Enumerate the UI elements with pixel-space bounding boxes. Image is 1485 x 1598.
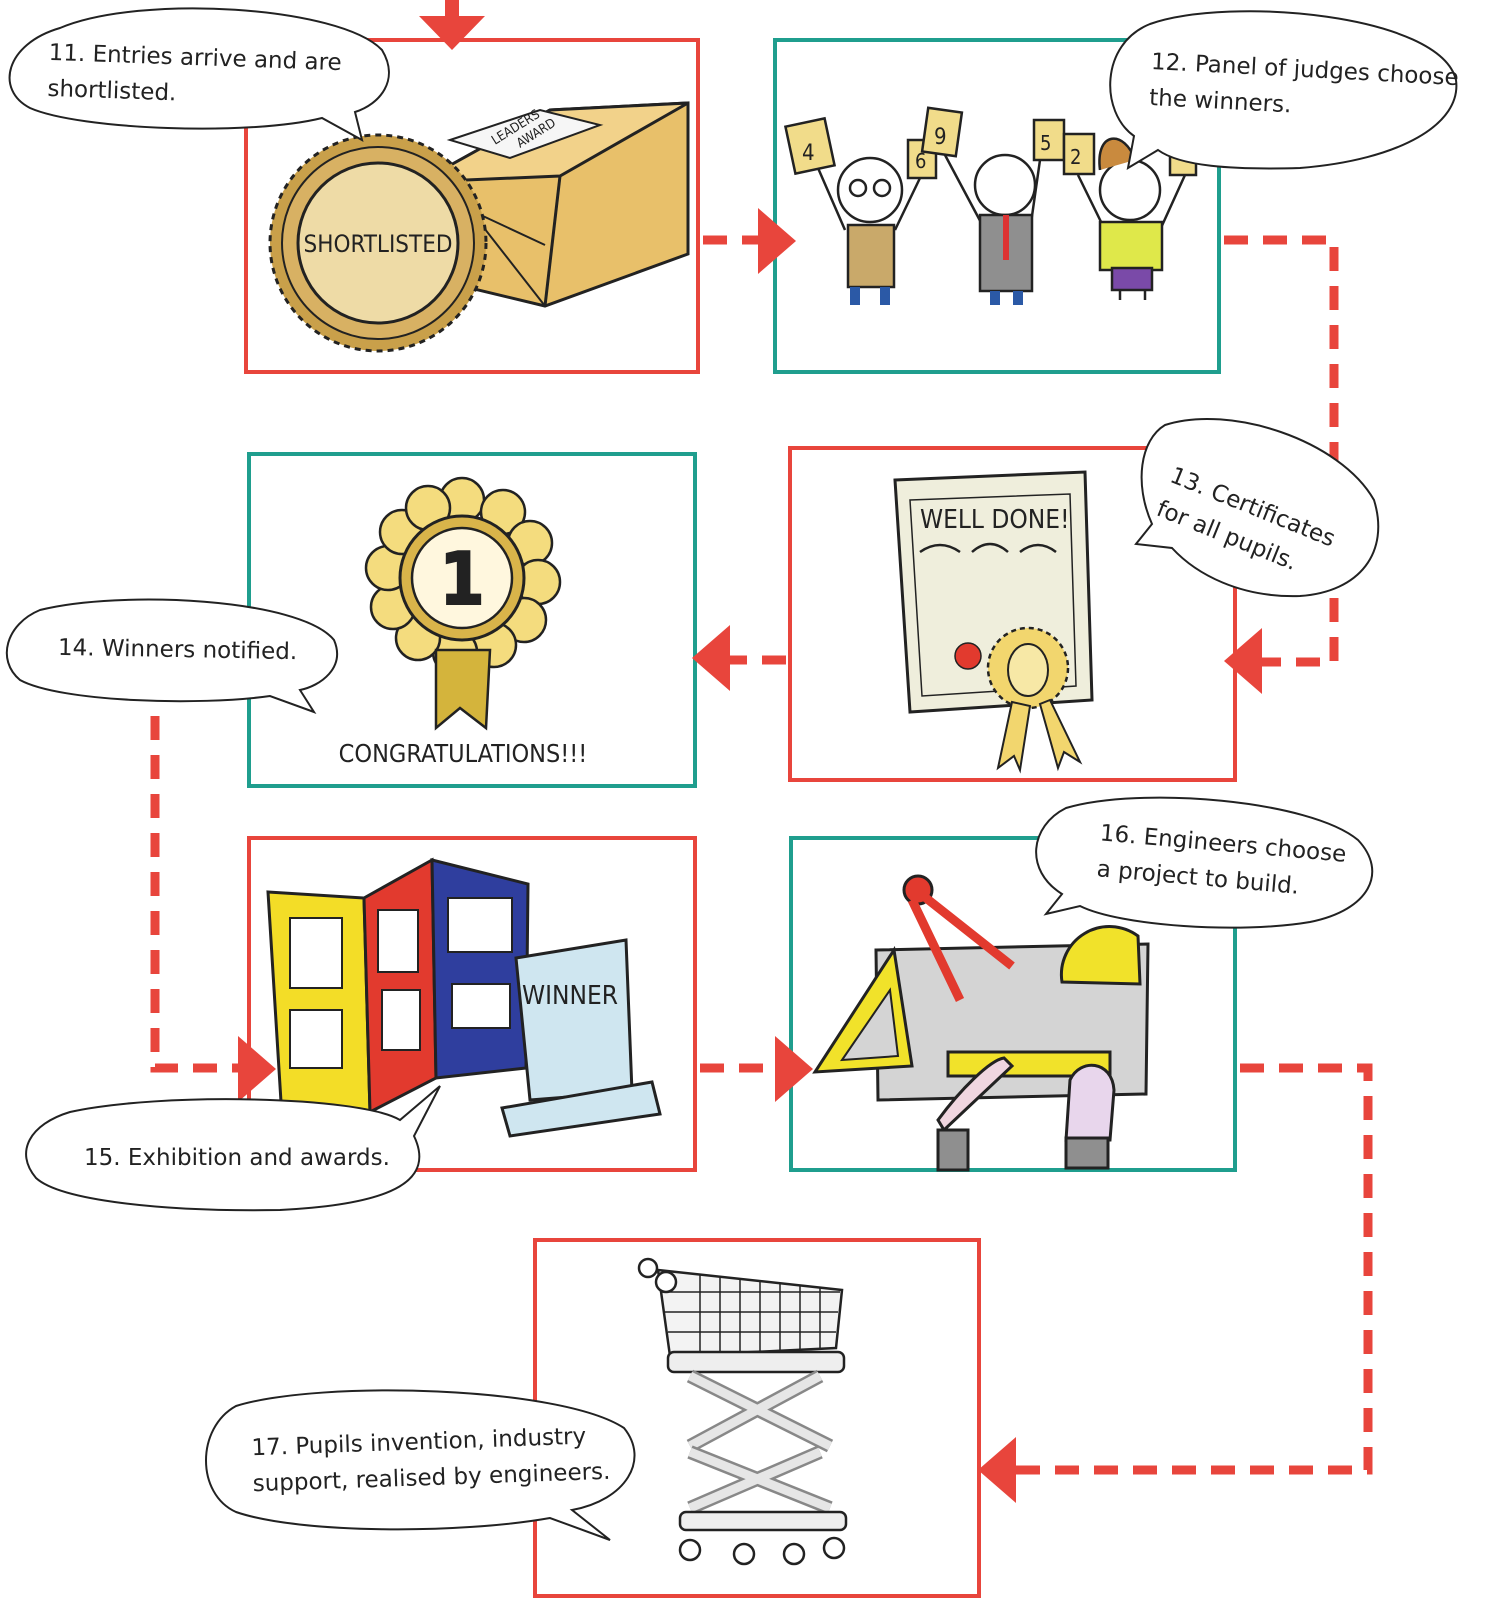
step-17-text: 17. Pupils invention, industry support, … <box>251 1418 611 1502</box>
bubble-16 <box>1035 796 1374 929</box>
connector-16-17 <box>1016 1063 1373 1475</box>
speech-bubbles <box>5 7 1458 1541</box>
trolley-illustration <box>637 1257 848 1566</box>
arrow-17-icon <box>978 1437 1016 1503</box>
arrow-14-icon <box>692 625 730 691</box>
judge-left: 4 6 <box>783 116 938 305</box>
seal-text: SHORTLISTED <box>304 230 453 258</box>
winner-sign-text: WINNER <box>522 981 618 1011</box>
shortlisted-seal: SHORTLISTED <box>268 133 488 353</box>
arrow-16-icon <box>775 1036 813 1102</box>
svg-text:9: 9 <box>934 125 947 150</box>
certificate-illustration: WELL DONE! <box>893 470 1094 774</box>
svg-text:5: 5 <box>1040 131 1051 155</box>
congratulations-text: CONGRATULATIONS!!! <box>339 739 588 768</box>
rosette-illustration: 1 CONGRATULATIONS!!! <box>339 476 588 768</box>
arrow-in-icon <box>419 16 485 50</box>
flow-arrowheads <box>238 0 1262 1503</box>
step-15-text: 15. Exhibition and awards. <box>84 1140 390 1176</box>
arrow-15-icon <box>238 1036 276 1102</box>
bubble-11 <box>8 7 390 142</box>
step-14-text: 14. Winners notified. <box>58 630 298 670</box>
judge-middle: 9 <box>920 106 1042 305</box>
svg-text:2: 2 <box>1070 145 1081 169</box>
rosette-number: 1 <box>439 537 484 621</box>
svg-text:6: 6 <box>915 149 926 173</box>
bubble-14 <box>5 598 338 714</box>
exhibition-illustration: WINNER <box>266 857 662 1138</box>
parcel-illustration: LEADERS AWARD <box>418 101 690 308</box>
bubble-12 <box>1109 10 1458 171</box>
svg-text:4: 4 <box>802 141 815 166</box>
connector-12-13 <box>1224 235 1339 667</box>
arrow-in-stem <box>445 0 459 18</box>
step-15-line1: 15. Exhibition and awards. <box>84 1145 390 1171</box>
certificate-heading: WELL DONE! <box>920 505 1069 535</box>
connector-14-15 <box>150 716 240 1073</box>
arrow-13-icon <box>1224 628 1262 694</box>
step-14-line1: 14. Winners notified. <box>57 634 298 666</box>
flow-connectors <box>150 235 1373 1475</box>
bubble-17 <box>205 1389 636 1541</box>
engineering-illustration <box>812 874 1150 1172</box>
arrow-12-icon <box>758 208 796 274</box>
step-11-text: 11. Entries arrive and are shortlisted. <box>47 35 342 117</box>
bubble-15 <box>25 1085 441 1212</box>
bubble-13 <box>1134 417 1380 598</box>
